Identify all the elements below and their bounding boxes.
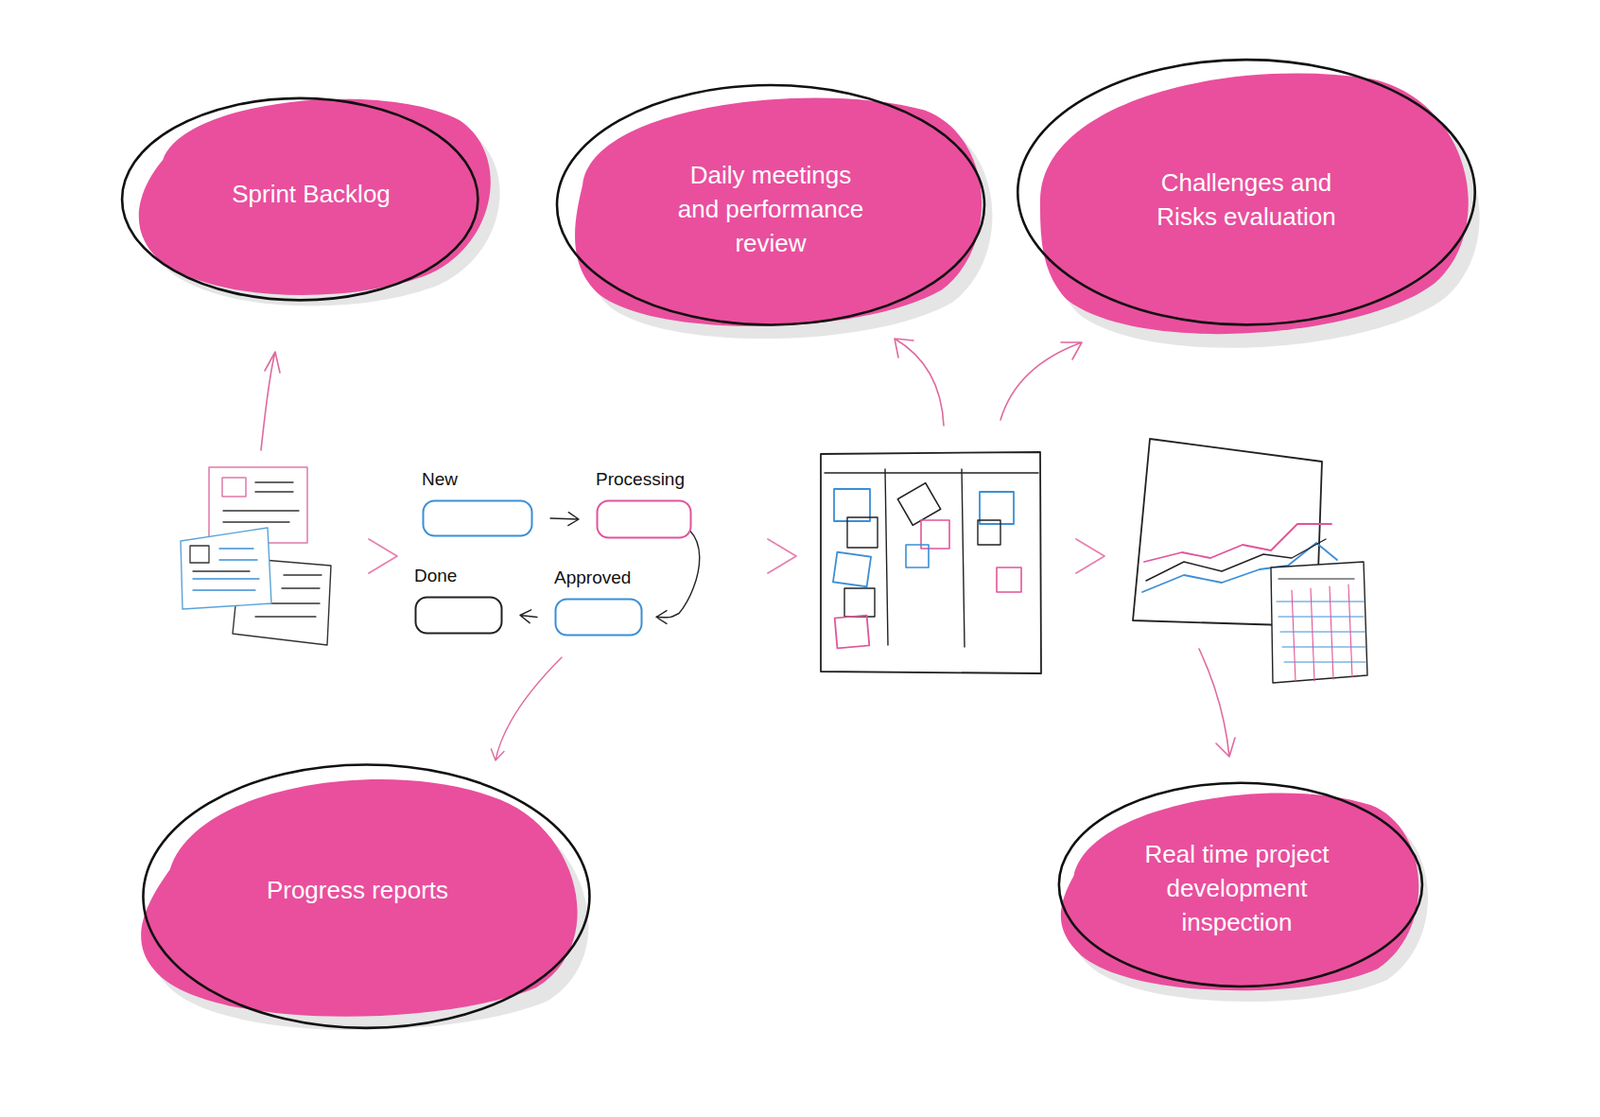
blob-node: Challenges and Risks evaluation — [1022, 62, 1471, 339]
blob-label: Sprint Backlog — [231, 177, 391, 212]
blob-node: Real time project development inspection — [1051, 778, 1423, 1000]
blob-label: Daily meetings and performance review — [671, 158, 870, 261]
pointer-arrow — [260, 338, 1235, 757]
status-node: New — [421, 469, 534, 538]
status-box — [554, 597, 644, 637]
flow-connector — [520, 609, 538, 624]
blob-label: Real time project development inspection — [1142, 837, 1332, 940]
status-label: Done — [414, 565, 457, 587]
blob-node: Daily meetings and performance review — [556, 85, 985, 335]
flow-chevron — [368, 539, 1105, 574]
status-node: Done — [414, 565, 504, 635]
blob-node: Progress reports — [134, 756, 581, 1026]
status-node: Processing — [595, 469, 693, 540]
chart-sheet — [1132, 438, 1368, 683]
blob-shape — [1022, 62, 1471, 339]
blob-node: Sprint Backlog — [125, 85, 497, 305]
status-box — [595, 499, 693, 540]
flow-connector — [550, 512, 579, 526]
status-node: Approved — [554, 567, 644, 637]
flow-connector — [490, 657, 562, 761]
kanban-board — [820, 452, 1042, 674]
status-label: Approved — [554, 567, 631, 589]
status-label: New — [421, 469, 458, 490]
blob-label: Progress reports — [266, 873, 449, 908]
status-label: Processing — [595, 469, 685, 490]
blob-label: Challenges and Risks evaluation — [1128, 166, 1365, 235]
status-box — [421, 499, 534, 538]
documents-icon — [180, 467, 331, 645]
status-box — [414, 595, 504, 635]
